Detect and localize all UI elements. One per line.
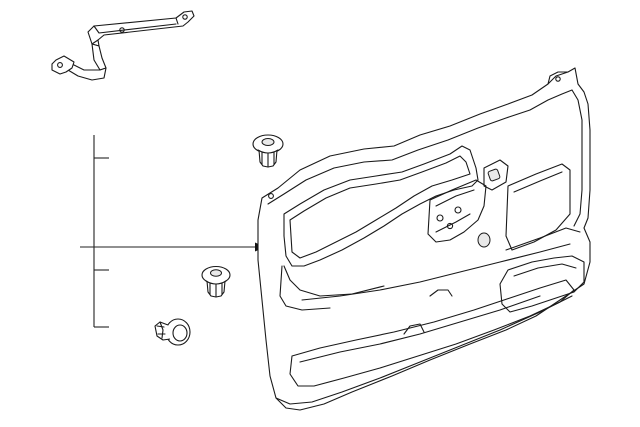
push-pin-clip-icon[interactable]: [252, 134, 284, 168]
push-pin-clip-icon[interactable]: [201, 265, 231, 298]
retainer-clip-icon[interactable]: [154, 318, 191, 346]
bracket-icon[interactable]: [51, 10, 195, 81]
callout-leader: [80, 135, 265, 328]
door-trim-panel-icon[interactable]: [257, 67, 591, 411]
